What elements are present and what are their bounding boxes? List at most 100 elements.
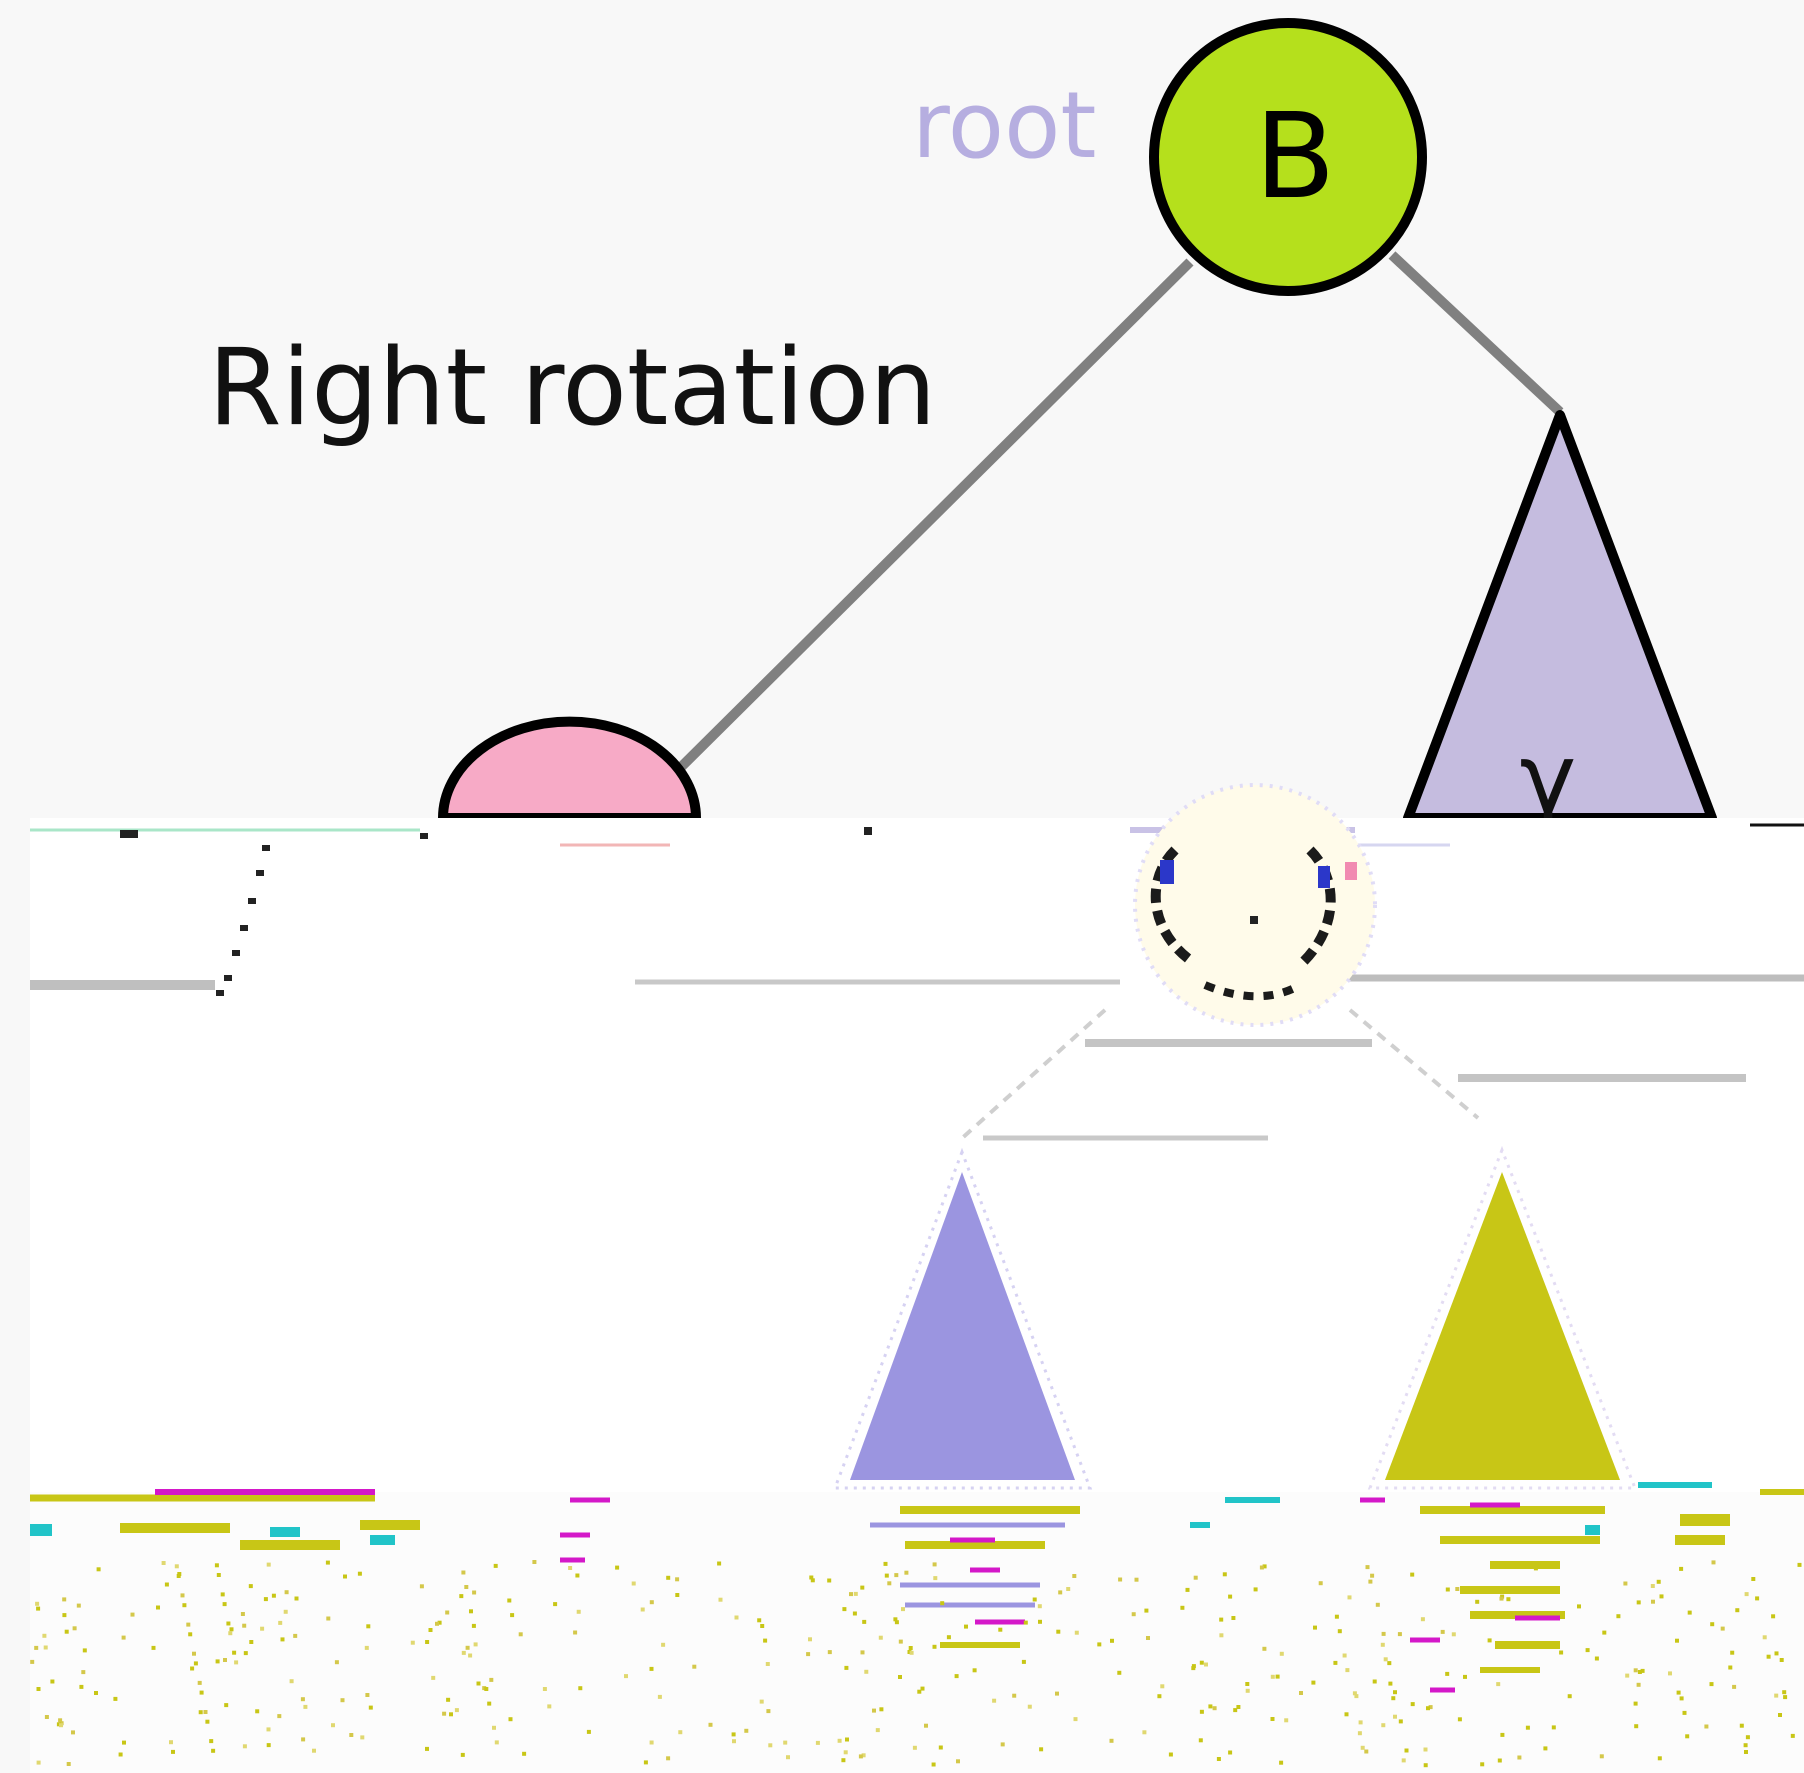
speckle xyxy=(349,1733,354,1737)
speckle xyxy=(198,1710,203,1715)
speckle xyxy=(1117,1670,1122,1675)
speckle xyxy=(1198,1738,1203,1743)
speckle xyxy=(343,1574,347,1579)
speckle xyxy=(1480,1762,1485,1767)
speckle xyxy=(255,1709,260,1714)
speckle xyxy=(94,1691,98,1695)
speckle xyxy=(898,1639,903,1644)
speckle xyxy=(759,1699,764,1704)
speckle xyxy=(1451,1632,1456,1637)
speckle xyxy=(1634,1724,1639,1729)
speckle xyxy=(1656,1579,1661,1584)
speckle xyxy=(964,1624,968,1629)
speckle xyxy=(44,1715,49,1719)
speckle xyxy=(744,1728,749,1733)
speckle xyxy=(1358,1720,1363,1725)
speckle xyxy=(1676,1690,1681,1695)
speckle xyxy=(216,1573,221,1577)
speckle xyxy=(1208,1704,1213,1709)
speckle xyxy=(469,1609,473,1614)
glitch-dot xyxy=(864,827,872,835)
speckle xyxy=(1675,1638,1679,1643)
speckle xyxy=(1253,1587,1258,1592)
speckle xyxy=(130,1612,135,1617)
lower-left-subtree xyxy=(850,1172,1075,1480)
speckle xyxy=(1398,1719,1403,1724)
speckle xyxy=(121,1635,126,1640)
speckle xyxy=(1659,1594,1664,1599)
root-label: root xyxy=(912,72,1096,179)
speckle xyxy=(649,1600,654,1605)
speckle xyxy=(461,1570,466,1575)
speckle xyxy=(1118,1577,1123,1582)
speckle xyxy=(1636,1600,1641,1605)
speckle xyxy=(1762,1635,1767,1640)
speckle xyxy=(1299,1691,1303,1695)
speckle xyxy=(1142,1730,1147,1735)
speckle xyxy=(266,1562,271,1567)
speckle xyxy=(1039,1747,1044,1752)
edge-middle-to-lower-right xyxy=(1348,1008,1480,1120)
speckle xyxy=(1782,1690,1787,1695)
speckle xyxy=(232,1650,237,1655)
speckle xyxy=(96,1567,101,1572)
speckle xyxy=(675,1577,680,1582)
speckle xyxy=(783,1740,788,1745)
speckle xyxy=(303,1704,308,1709)
speckle xyxy=(708,1722,713,1727)
speckle xyxy=(852,1611,857,1616)
speckle xyxy=(1445,1671,1450,1676)
speckle xyxy=(190,1666,195,1671)
speckle xyxy=(492,1725,496,1730)
speckle xyxy=(1410,1702,1415,1707)
speckle xyxy=(1585,1648,1590,1653)
glitch-dot xyxy=(248,898,256,904)
speckle xyxy=(465,1645,470,1650)
speckle xyxy=(1345,1668,1350,1673)
speckle xyxy=(122,1740,126,1745)
speckle xyxy=(1728,1665,1733,1670)
speckle xyxy=(998,1627,1003,1632)
speckle xyxy=(879,1707,884,1712)
speckle xyxy=(732,1739,736,1744)
speckle xyxy=(615,1565,620,1570)
speckle xyxy=(931,1762,936,1767)
speckle xyxy=(1393,1714,1397,1719)
speckle xyxy=(1771,1614,1776,1619)
speckle xyxy=(1279,1760,1284,1765)
speckle xyxy=(368,1705,373,1710)
speckle xyxy=(300,1697,305,1702)
speckle xyxy=(1739,1723,1744,1728)
speckle xyxy=(1783,1695,1788,1700)
speckle xyxy=(229,1627,234,1632)
speckle xyxy=(1180,1605,1185,1610)
middle-node-arc-right xyxy=(1296,846,1336,969)
speckle xyxy=(293,1633,298,1638)
speckle xyxy=(445,1610,450,1615)
speckle xyxy=(82,1648,87,1653)
speckle xyxy=(1191,1664,1196,1669)
speckle xyxy=(1455,1587,1460,1591)
speckle xyxy=(1744,1592,1749,1597)
speckle xyxy=(1357,1731,1362,1736)
speckle xyxy=(260,1626,265,1631)
root-node-b xyxy=(1149,18,1427,296)
speckle xyxy=(1245,1688,1250,1693)
speckle xyxy=(1499,1596,1504,1601)
speckle xyxy=(1779,1658,1784,1662)
speckle xyxy=(542,1687,547,1691)
speckle xyxy=(234,1660,239,1665)
speckle xyxy=(171,1749,175,1754)
speckle xyxy=(1420,1617,1425,1622)
speckle xyxy=(1023,1620,1028,1625)
speckle xyxy=(71,1730,75,1735)
speckle xyxy=(464,1585,469,1589)
speckle xyxy=(442,1711,447,1716)
speckle xyxy=(909,1650,914,1655)
speckle xyxy=(66,1762,71,1766)
speckle xyxy=(1426,1706,1430,1711)
speckle xyxy=(1160,1684,1165,1689)
speckle xyxy=(924,1723,928,1728)
speckle xyxy=(878,1635,883,1640)
